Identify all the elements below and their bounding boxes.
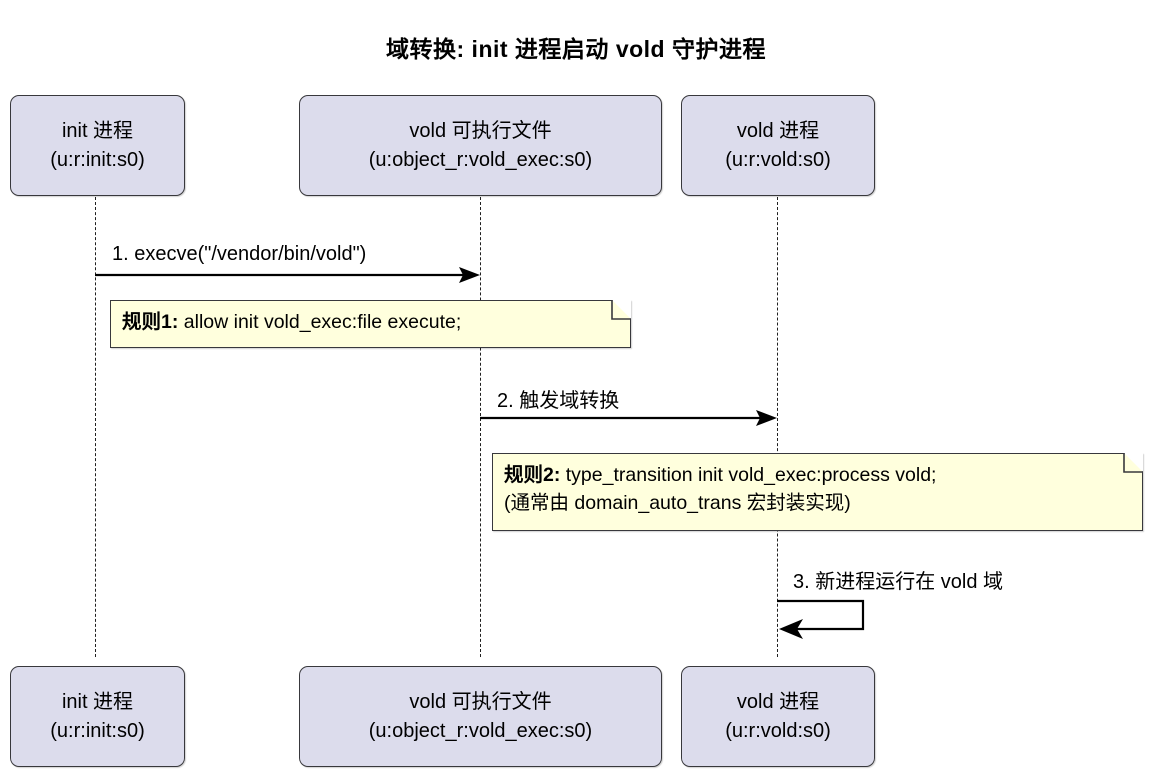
participant-context: (u:r:vold:s0)	[725, 148, 831, 171]
message-1-arrow	[95, 267, 480, 283]
participant-context: (u:object_r:vold_exec:s0)	[368, 148, 593, 171]
note-rule-1: 规则1: allow init vold_exec:file execute;	[110, 300, 631, 348]
participant-name: init 进程	[61, 691, 134, 714]
message-3-label: 3. 新进程运行在 vold 域	[793, 571, 1004, 593]
message-2-arrow	[480, 410, 777, 426]
participant-name: vold 进程	[736, 691, 820, 714]
participant-context: (u:r:init:s0)	[50, 148, 145, 171]
participant-box-vold-process-bottom[interactable]: vold 进程 (u:r:vold:s0)	[681, 666, 875, 767]
note-prefix: 规则2:	[504, 464, 561, 486]
note-line: (通常由 domain_auto_trans 宏封装实现)	[504, 492, 851, 515]
participant-box-init-bottom[interactable]: init 进程 (u:r:init:s0)	[10, 666, 185, 767]
participant-context: (u:r:init:s0)	[50, 719, 145, 742]
message-3-self-loop-arrow	[777, 599, 865, 639]
message-2-label: 2. 触发域转换	[497, 390, 620, 412]
note-fold-icon	[612, 300, 631, 319]
participant-name: vold 可执行文件	[409, 120, 552, 143]
lifeline-init	[95, 197, 96, 657]
lifeline-vold-exec	[480, 197, 481, 657]
page-title: 域转换: init 进程启动 vold 守护进程	[386, 36, 766, 62]
note-prefix: 规则1:	[122, 311, 179, 333]
participant-name: vold 可执行文件	[409, 691, 552, 714]
participant-box-vold-exec-bottom[interactable]: vold 可执行文件 (u:object_r:vold_exec:s0)	[299, 666, 662, 767]
participant-context: (u:r:vold:s0)	[725, 719, 831, 742]
note-fold-icon	[1124, 453, 1143, 472]
participant-name: init 进程	[61, 120, 134, 143]
lifeline-vold-process	[777, 197, 778, 657]
participant-context: (u:object_r:vold_exec:s0)	[368, 719, 593, 742]
note-line: 规则2: type_transition init vold_exec:proc…	[504, 461, 1130, 489]
message-1-label: 1. execve("/vendor/bin/vold")	[112, 243, 367, 265]
participant-box-vold-exec-top[interactable]: vold 可执行文件 (u:object_r:vold_exec:s0)	[299, 95, 662, 196]
note-rule-2: 规则2: type_transition init vold_exec:proc…	[492, 453, 1143, 531]
note-line: 规则1: allow init vold_exec:file execute;	[122, 308, 618, 336]
participant-box-init-top[interactable]: init 进程 (u:r:init:s0)	[10, 95, 185, 196]
participant-name: vold 进程	[736, 120, 820, 143]
participant-box-vold-process-top[interactable]: vold 进程 (u:r:vold:s0)	[681, 95, 875, 196]
note-text: type_transition init vold_exec:process v…	[565, 464, 937, 486]
note-text: allow init vold_exec:file execute;	[183, 311, 462, 333]
